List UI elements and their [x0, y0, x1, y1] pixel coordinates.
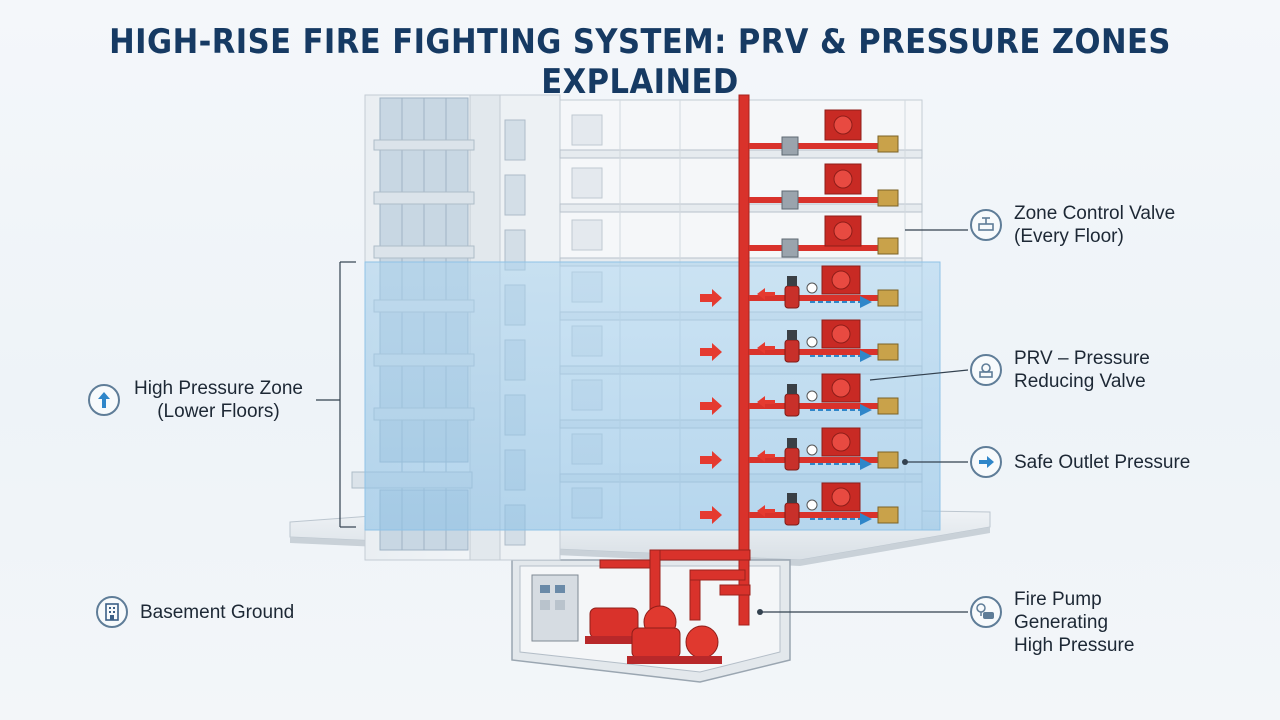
- pressure-gauge: [806, 390, 818, 402]
- floor-branch-lower: [700, 265, 899, 526]
- landing-valve: [877, 451, 899, 469]
- prv-cap: [787, 493, 797, 503]
- pressure-arrow: [700, 506, 722, 524]
- pressure-gauge: [806, 336, 818, 348]
- pressure-arrow: [700, 343, 722, 361]
- arrow-right-icon: [970, 446, 1002, 478]
- riser-pipe: [738, 94, 750, 626]
- prv-icon: [970, 354, 1002, 386]
- pressure-gauge: [806, 499, 818, 511]
- branch-pipe: [749, 403, 889, 409]
- hose-reel: [831, 270, 851, 290]
- callout-safe-outlet: Safe Outlet Pressure: [970, 446, 1190, 478]
- hose-reel: [831, 378, 851, 398]
- landing-valve: [877, 397, 899, 415]
- branch-pipe: [749, 457, 889, 463]
- callout-prv-line1: PRV – Pressure: [1014, 348, 1150, 369]
- inflow-arrow: [757, 288, 775, 300]
- branch-pipe: [749, 349, 889, 355]
- floor-branches: [700, 109, 899, 526]
- prv-valve: [784, 447, 800, 471]
- prv-valve: [784, 339, 800, 363]
- prv-cap: [787, 438, 797, 448]
- pressure-arrow: [700, 289, 722, 307]
- building-icon: [96, 596, 128, 628]
- branch-pipe: [749, 512, 889, 518]
- callout-zone-control-valve-line2: (Every Floor): [1014, 226, 1124, 247]
- callout-fire-pump-line1: Fire Pump: [1014, 589, 1102, 610]
- inflow-arrow: [757, 505, 775, 517]
- branch-pipe: [749, 295, 889, 301]
- pump-gauge-icon: [970, 596, 1002, 628]
- callout-fire-pump-line3: High Pressure: [1014, 635, 1135, 656]
- pump-2: [627, 625, 722, 664]
- callout-high-pressure-zone-line2: (Lower Floors): [157, 401, 280, 422]
- prv-cap: [787, 384, 797, 394]
- valve-icon: [970, 209, 1002, 241]
- inflow-arrow: [757, 450, 775, 462]
- pressure-gauge: [806, 282, 818, 294]
- prv-cap: [787, 330, 797, 340]
- up-arrow-icon: [88, 384, 120, 416]
- prv-valve: [784, 285, 800, 309]
- inflow-arrow: [757, 342, 775, 354]
- callout-zone-control-valve-line1: Zone Control Valve: [1014, 203, 1176, 224]
- pressure-arrow: [700, 451, 722, 469]
- landing-valve: [877, 289, 899, 307]
- inflow-arrow: [757, 396, 775, 408]
- hose-reel: [831, 432, 851, 452]
- landing-valve: [877, 506, 899, 524]
- prv-valve: [784, 502, 800, 526]
- page-title: HIGH-RISE FIRE FIGHTING SYSTEM: PRV & PR…: [109, 22, 1171, 102]
- callout-high-pressure-zone: High Pressure Zone(Lower Floors): [88, 377, 303, 423]
- callout-safe-outlet-line1: Safe Outlet Pressure: [1014, 451, 1191, 473]
- callout-basement-line1: Basement Ground: [140, 601, 295, 623]
- pressure-arrow: [700, 397, 722, 415]
- prv-cap: [787, 276, 797, 286]
- callout-prv-line2: Reducing Valve: [1014, 371, 1146, 392]
- pressure-gauge: [806, 444, 818, 456]
- floor-branch-upper: [749, 109, 899, 258]
- callout-high-pressure-zone-line1: High Pressure Zone: [134, 378, 303, 399]
- hose-reel: [831, 324, 851, 344]
- callout-fire-pump-line2: Generating: [1014, 612, 1109, 633]
- landing-valve: [877, 343, 899, 361]
- hose-reel: [831, 487, 851, 507]
- callout-basement: Basement Ground: [96, 596, 294, 628]
- prv-valve: [784, 393, 800, 417]
- pump-room: [531, 549, 751, 664]
- callout-zone-control-valve: Zone Control Valve(Every Floor): [970, 202, 1175, 248]
